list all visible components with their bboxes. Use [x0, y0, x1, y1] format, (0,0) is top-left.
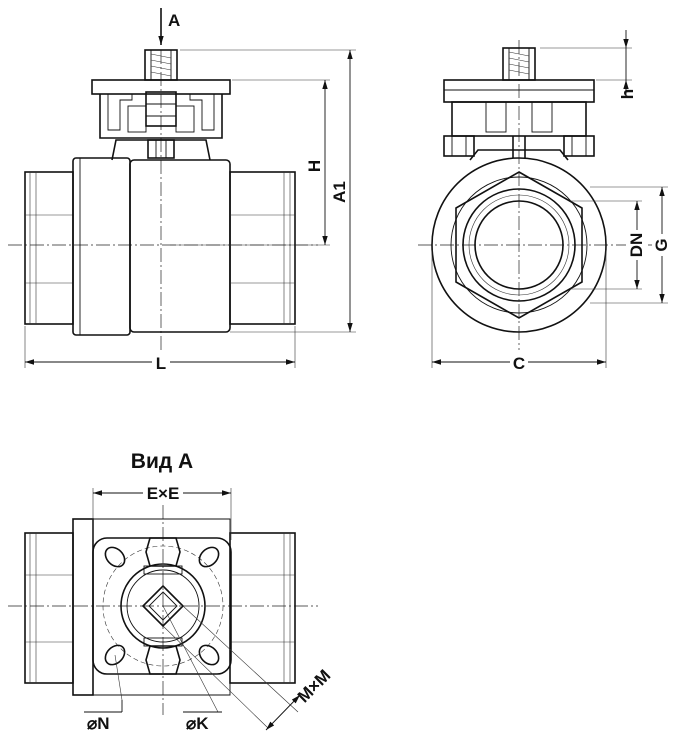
dimension-C-label: C — [513, 354, 525, 373]
dimension-A1-label: A1 — [330, 181, 349, 203]
view-arrow-label: A — [168, 11, 180, 30]
view-a: Вид A — [8, 450, 334, 733]
side-view: h DN G C — [418, 30, 672, 373]
dimension-ExE-label: E×E — [147, 484, 180, 503]
dimension-MxM-label: M×M — [294, 666, 334, 706]
dimension-N-label: ⌀N — [87, 714, 110, 733]
dimension-G-label: G — [652, 238, 671, 251]
dimension-L-label: L — [156, 354, 166, 373]
dimension-h-label: h — [618, 89, 637, 99]
dimension-DN-label: DN — [627, 233, 646, 258]
dimension-K-label: ⌀K — [186, 714, 209, 733]
front-view: A H A1 L — [8, 8, 356, 373]
view-a-title: Вид A — [131, 450, 193, 473]
dimension-H-label: H — [305, 160, 324, 172]
